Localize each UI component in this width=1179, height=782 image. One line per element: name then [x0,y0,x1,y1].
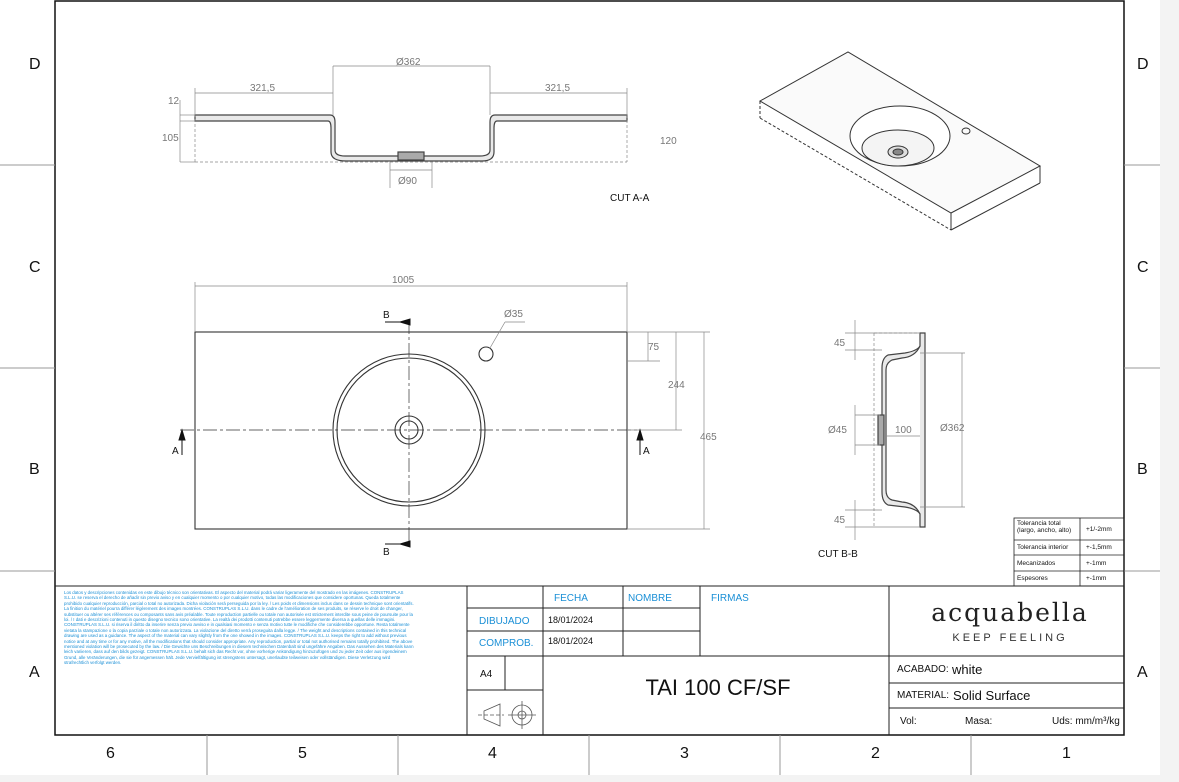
dim-label: 45 [834,338,846,349]
zone-row-label: D [1137,56,1149,73]
dim-label: 12 [168,96,180,107]
header-nombre: NOMBRE [628,593,672,604]
section-a-label: A [172,446,179,457]
tolerance-label: Espesores [1017,575,1048,582]
brand-logo: acquabella [931,598,1089,627]
dim-label: 244 [668,380,685,391]
dim-label: 120 [660,136,677,147]
projection-symbol-icon [478,701,536,729]
dim-label: 105 [162,133,179,144]
zone-col-label: 3 [680,745,689,762]
masa-label: Masa: [965,716,993,727]
vol-label: Vol: [900,716,917,727]
zone-row-label: B [29,461,40,478]
dim-label: 465 [700,432,717,443]
cut-bb-section [877,332,926,528]
zone-col-label: 1 [1062,745,1071,762]
tolerance-label: Tolerancia total (largo, ancho, alto) [1017,520,1072,534]
plan-view-dimensions [194,282,710,530]
row-comprob: COMPROB. [479,638,534,649]
date-dibujado: 18/01/2024 [548,615,594,625]
section-markers [178,318,644,548]
section-b-label: B [383,310,390,321]
zone-row-label: C [1137,259,1149,276]
dim-label: 321,5 [250,83,275,94]
legal-disclaimer: Los datos y descripciones contenidas en … [64,590,414,666]
tolerance-label: Mecanizados [1017,560,1056,567]
date-comprob: 18/01/2024 [548,636,594,646]
tolerance-value: +-1mm [1086,560,1107,567]
dimension-labels: Ø362 321,5 321,5 12 105 120 Ø90 1005 Ø35… [162,57,965,526]
title-block-lines [55,585,1124,735]
zone-col-label: 6 [106,745,115,762]
tolerance-value: +-1mm [1086,575,1107,582]
drawing-sheet: Ø362 321,5 321,5 12 105 120 Ø90 1005 Ø35… [0,0,1160,775]
section-b-label: B [383,547,390,558]
cut-aa-dimensions [179,65,628,188]
brand-tagline: KEEP FEELING [952,632,1068,644]
dim-label: Ø35 [504,309,523,320]
dim-label: 75 [648,342,660,353]
material-label: MATERIAL: [897,690,950,701]
dim-label: 321,5 [545,83,570,94]
material-value: Solid Surface [953,688,1031,703]
zone-row-label: D [29,56,41,73]
plan-view-centerlines [180,320,640,545]
zone-row-label: C [29,259,41,276]
zone-col-label: 5 [298,745,307,762]
dim-label: 1005 [392,275,415,286]
dim-label: Ø45 [828,425,847,436]
tolerance-label: Tolerancia interior [1017,544,1069,551]
product-title: TAI 100 CF/SF [645,675,791,700]
sheet-size: A4 [480,669,493,680]
zone-row-label: B [1137,461,1148,478]
row-dibujado: DIBUJADO [479,616,530,627]
dim-label: 45 [834,515,846,526]
isometric-view [758,51,1042,231]
tolerance-value: +1/-2mm [1086,526,1112,533]
cut-aa-label: CUT A-A [610,193,650,204]
cut-aa-section [194,114,628,162]
header-firmas: FIRMAS [711,593,749,604]
cut-bb-label: CUT B-B [818,549,858,560]
zone-col-label: 4 [488,745,497,762]
cut-bb-dimensions [845,320,965,540]
tolerance-value: +-1,5mm [1086,544,1112,551]
header-fecha: FECHA [554,593,588,604]
dim-label: Ø362 [940,423,965,434]
dim-label: Ø362 [396,57,421,68]
zone-col-label: 2 [871,745,880,762]
acabado-label: ACABADO: [897,664,949,675]
units-label: Uds: mm/m³/kg [1052,716,1120,727]
plan-view [194,331,628,530]
dim-label: 100 [895,425,912,436]
zone-ticks [0,164,1160,775]
zone-row-label: A [29,664,40,681]
dim-label: Ø90 [398,176,417,187]
acabado-value: white [952,662,983,677]
zone-row-label: A [1137,664,1148,681]
technical-drawing: Ø362 321,5 321,5 12 105 120 Ø90 1005 Ø35… [0,0,1160,775]
section-a-label: A [643,446,650,457]
